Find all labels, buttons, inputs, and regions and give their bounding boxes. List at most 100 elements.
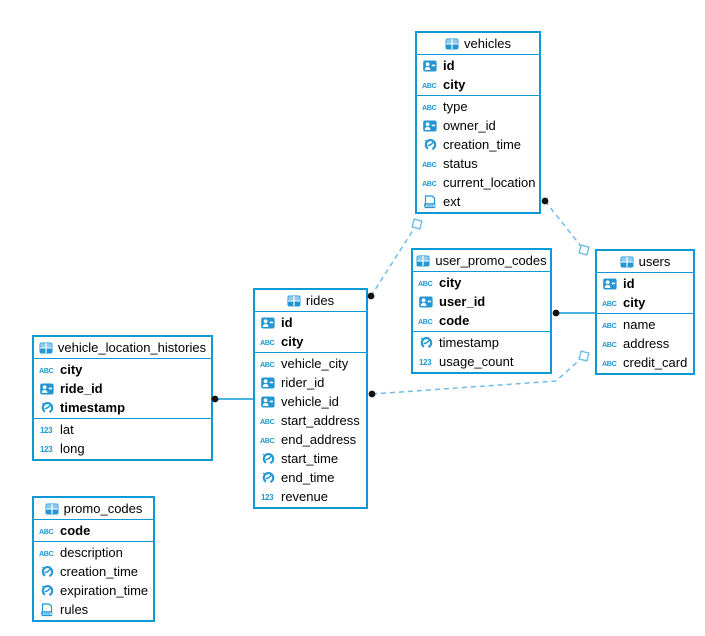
column-ride_id[interactable]: ride_id: [34, 379, 211, 398]
table-header[interactable]: promo_codes: [34, 498, 153, 520]
column-user_id[interactable]: user_id: [413, 292, 550, 311]
table-name: users: [638, 254, 671, 269]
table-header[interactable]: vehicles: [417, 33, 539, 55]
table-icon: [39, 342, 53, 354]
column-name: city: [281, 334, 304, 349]
cardinality-dot-marker: [541, 197, 549, 205]
table-header[interactable]: user_promo_codes: [413, 250, 550, 272]
column-id[interactable]: id: [597, 274, 693, 293]
cardinality-dot-marker: [368, 390, 376, 398]
datetime-type-icon: [38, 401, 56, 414]
svg-text:ABC: ABC: [422, 103, 437, 112]
column-creation_time[interactable]: creation_time: [34, 562, 153, 581]
column-id[interactable]: id: [255, 313, 366, 332]
column-start_address[interactable]: ABC start_address: [255, 411, 366, 430]
svg-text:123: 123: [40, 426, 53, 435]
column-name: credit_card: [623, 355, 688, 370]
column-name: ride_id: [60, 381, 103, 396]
number-type-icon: 123: [38, 424, 56, 435]
column-vehicle_id[interactable]: vehicle_id: [255, 392, 366, 411]
column-name: expiration_time: [60, 583, 149, 598]
column-name: id: [623, 276, 635, 291]
cardinality-square-marker: [411, 218, 423, 230]
column-name: start_address: [281, 413, 360, 428]
column-address[interactable]: ABC address: [597, 334, 693, 353]
column-timestamp[interactable]: timestamp: [34, 398, 211, 417]
column-name: revenue: [281, 489, 328, 504]
text-type-icon: ABC: [601, 298, 619, 308]
table-header[interactable]: rides: [255, 290, 366, 312]
column-start_time[interactable]: start_time: [255, 449, 366, 468]
column-owner_id[interactable]: owner_id: [417, 116, 539, 135]
text-type-icon: ABC: [421, 102, 439, 112]
svg-text:ABC: ABC: [602, 359, 617, 368]
svg-text:ABC: ABC: [260, 417, 275, 426]
table-header[interactable]: vehicle_location_histories: [34, 337, 211, 359]
text-type-icon: ABC: [38, 365, 56, 375]
column-rider_id[interactable]: rider_id: [255, 373, 366, 392]
number-type-icon: 123: [417, 356, 435, 367]
svg-text:123: 123: [40, 445, 53, 454]
column-name: owner_id: [443, 118, 496, 133]
column-name: code: [439, 313, 470, 328]
datetime-type-icon: [38, 565, 56, 578]
column-name: address: [623, 336, 670, 351]
relationship-vehicles-users[interactable]: [541, 197, 590, 256]
column-timestamp[interactable]: timestamp: [413, 333, 550, 352]
column-end_time[interactable]: end_time: [255, 468, 366, 487]
column-name: usage_count: [439, 354, 514, 369]
text-type-icon: ABC: [421, 159, 439, 169]
column-expiration_time[interactable]: expiration_time: [34, 581, 153, 600]
relationship-vehicle_location_histories-rides[interactable]: [211, 395, 253, 403]
svg-text:ABC: ABC: [602, 299, 617, 308]
relationship-user_promo_codes-users[interactable]: [552, 309, 595, 317]
column-credit_card[interactable]: ABC credit_card: [597, 353, 693, 372]
column-usage_count[interactable]: 123 usage_count: [413, 352, 550, 371]
table-header[interactable]: users: [597, 251, 693, 273]
column-creation_time[interactable]: creation_time: [417, 135, 539, 154]
svg-text:123: 123: [261, 493, 274, 502]
text-type-icon: ABC: [38, 548, 56, 558]
column-revenue[interactable]: 123 revenue: [255, 487, 366, 506]
relationship-line[interactable]: [544, 200, 585, 251]
table-name: promo_codes: [63, 501, 143, 516]
svg-text:ABC: ABC: [422, 160, 437, 169]
column-name: ext: [443, 194, 461, 209]
column-id[interactable]: id: [417, 56, 539, 75]
text-type-icon: ABC: [601, 339, 619, 349]
column-name: vehicle_city: [281, 356, 349, 371]
svg-text:123: 123: [419, 358, 432, 367]
person-badge-icon: [417, 296, 435, 308]
column-name: creation_time: [60, 564, 139, 579]
column-name: creation_time: [443, 137, 522, 152]
svg-text:ABC: ABC: [260, 436, 275, 445]
